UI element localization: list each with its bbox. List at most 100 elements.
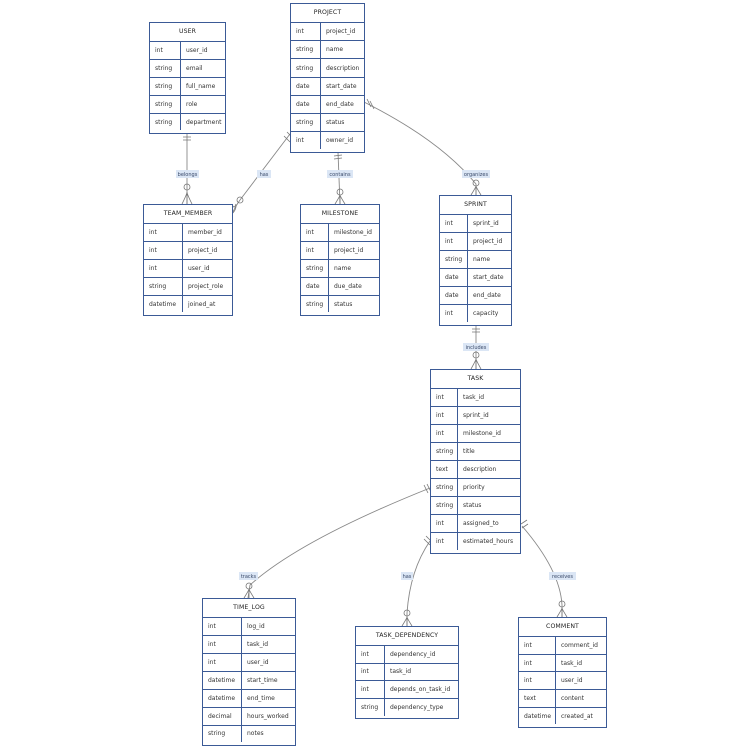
field-type: datetime bbox=[203, 689, 242, 707]
field-type: int bbox=[356, 663, 385, 681]
entity-name: TASK bbox=[431, 370, 520, 389]
field-type: datetime bbox=[144, 295, 183, 313]
one-marker bbox=[366, 98, 375, 110]
field-row: date end_date bbox=[291, 95, 364, 115]
field-type: string bbox=[440, 251, 468, 269]
field-name: department bbox=[186, 118, 222, 126]
field-name: task_id bbox=[390, 668, 412, 676]
field-name: dependency_type bbox=[390, 703, 444, 711]
field-type: string bbox=[431, 479, 458, 497]
field-type: int bbox=[144, 259, 183, 277]
field-type: date bbox=[291, 95, 321, 114]
field-name: name bbox=[334, 264, 352, 272]
field-type: int bbox=[440, 305, 468, 323]
field-name: status bbox=[326, 119, 345, 127]
entity-name: TEAM_MEMBER bbox=[144, 205, 232, 224]
field-type: string bbox=[203, 725, 242, 743]
relationship-label: has bbox=[260, 172, 269, 178]
field-type: string bbox=[431, 443, 458, 461]
field-type: int bbox=[203, 635, 242, 653]
field-row: string title bbox=[431, 443, 520, 462]
relationship-has-dependency: has bbox=[401, 535, 433, 627]
field-name: name bbox=[326, 46, 344, 54]
field-type: string bbox=[291, 59, 321, 77]
field-type: datetime bbox=[519, 707, 556, 725]
field-type: int bbox=[301, 241, 329, 259]
field-type: int bbox=[291, 132, 321, 150]
field-type: text bbox=[431, 461, 458, 479]
field-name: email bbox=[186, 64, 203, 72]
relationship-label: has bbox=[403, 574, 412, 580]
field-row: string name bbox=[291, 41, 364, 60]
field-name: owner_id bbox=[326, 137, 354, 145]
field-name: start_time bbox=[247, 676, 278, 684]
one-marker bbox=[472, 328, 480, 333]
field-type: int bbox=[431, 515, 458, 533]
field-name: project_id bbox=[326, 28, 356, 36]
field-name: end_date bbox=[326, 100, 354, 108]
field-name: user_id bbox=[188, 264, 210, 272]
field-name: end_date bbox=[473, 292, 501, 300]
field-name: notes bbox=[247, 730, 264, 738]
field-type: int bbox=[431, 389, 458, 407]
field-name: sprint_id bbox=[473, 220, 499, 228]
field-type: string bbox=[291, 41, 321, 59]
field-type: string bbox=[144, 277, 183, 295]
relationship-label: tracks bbox=[241, 574, 257, 580]
field-type: int bbox=[440, 233, 468, 251]
field-type: string bbox=[301, 295, 329, 313]
many-marker bbox=[181, 191, 193, 205]
field-name: role bbox=[186, 100, 198, 108]
entity-name: COMMENT bbox=[519, 618, 606, 637]
field-name: depends_on_task_id bbox=[390, 686, 451, 694]
field-name: task_id bbox=[463, 394, 485, 402]
entity-name: TIME_LOG bbox=[203, 599, 295, 618]
field-type: int bbox=[203, 618, 242, 635]
field-name: task_id bbox=[561, 659, 583, 667]
field-type: int bbox=[431, 425, 458, 443]
field-row: int log_id bbox=[203, 618, 295, 636]
field-name: log_id bbox=[247, 622, 265, 630]
entity-name: PROJECT bbox=[291, 4, 364, 23]
field-name: project_role bbox=[188, 282, 224, 290]
field-name: due_date bbox=[334, 282, 362, 290]
field-name: content bbox=[561, 694, 584, 702]
field-type: int bbox=[519, 637, 556, 654]
field-name: title bbox=[463, 448, 475, 456]
many-marker bbox=[401, 616, 413, 627]
field-type: string bbox=[301, 259, 329, 277]
